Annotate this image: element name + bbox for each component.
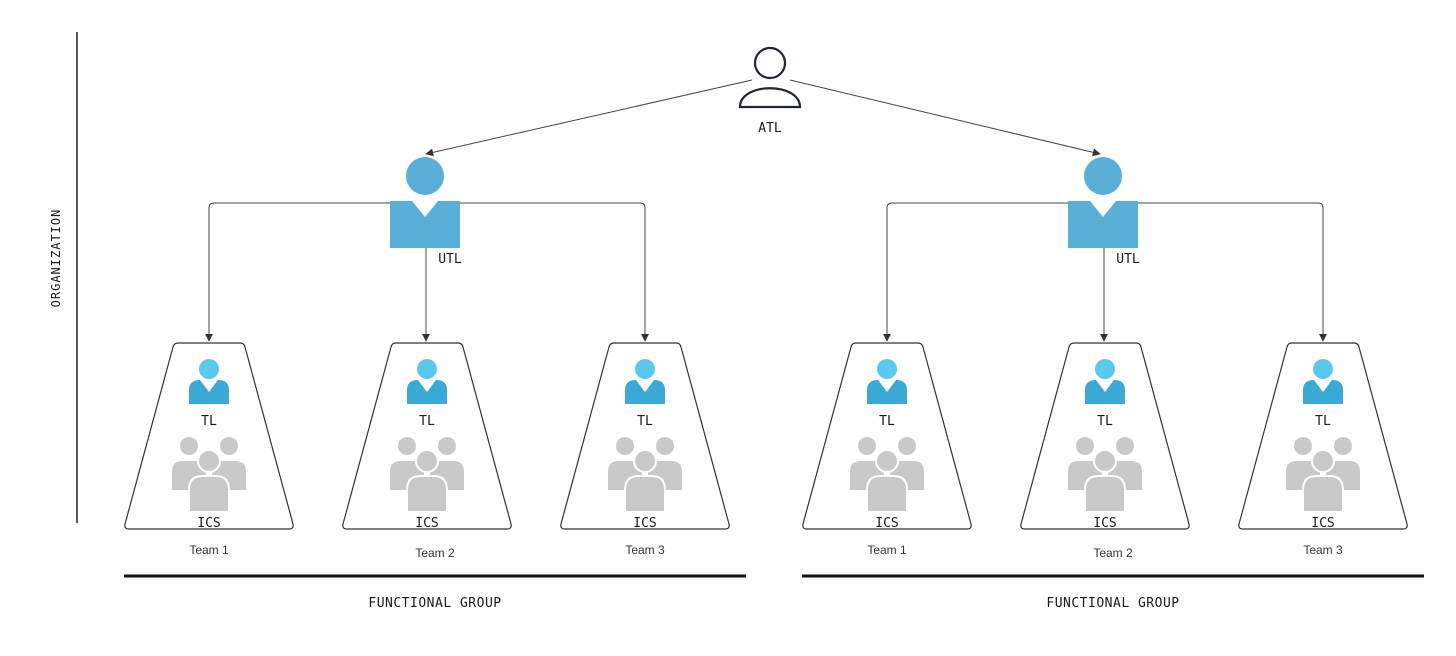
members-group-icon xyxy=(848,435,926,513)
utl-person-icon xyxy=(1068,157,1138,248)
team-card: TL ICS Team 2 xyxy=(342,342,512,560)
members-label: ICS xyxy=(875,516,898,531)
team-card: TL ICS Team 1 xyxy=(124,342,294,557)
utl-to-team-1-connector xyxy=(883,202,1068,342)
team-lead-icon xyxy=(625,359,665,404)
atl-person-icon xyxy=(738,46,802,109)
team-lead-icon xyxy=(407,359,447,404)
functional-group-2: UTL TL ICS Team 1 TL xyxy=(802,157,1424,611)
members-label: ICS xyxy=(1311,516,1334,531)
utl-to-team-3-connector xyxy=(1138,202,1327,342)
team-lead-label: TL xyxy=(1315,414,1331,429)
team-lead-label: TL xyxy=(419,414,435,429)
team-name: Team 1 xyxy=(867,543,907,557)
team-lead-label: TL xyxy=(201,414,217,429)
team-lead-label: TL xyxy=(1097,414,1113,429)
atl-label: ATL xyxy=(758,121,782,136)
team-card: TL ICS Team 1 xyxy=(802,342,972,557)
team-lead-label: TL xyxy=(637,414,653,429)
members-label: ICS xyxy=(633,516,656,531)
functional-group-1: UTL TL ICS Team 1 xyxy=(124,157,746,611)
atl-to-utl-right-arrow xyxy=(789,79,1101,157)
team-lead-icon xyxy=(867,359,907,404)
members-group-icon xyxy=(170,435,248,513)
members-label: ICS xyxy=(1093,516,1116,531)
members-group-icon xyxy=(388,435,466,513)
members-group-icon xyxy=(1066,435,1144,513)
members-label: ICS xyxy=(415,516,438,531)
members-group-icon xyxy=(1284,435,1362,513)
members-group-icon xyxy=(606,435,684,513)
organization-label: ORGANIZATION xyxy=(49,209,63,308)
team-lead-icon xyxy=(1085,359,1125,404)
utl-label: UTL xyxy=(438,252,462,267)
utl-person-icon xyxy=(390,157,460,248)
team-lead-icon xyxy=(189,359,229,404)
team-name: Team 2 xyxy=(1093,546,1133,560)
atl-to-utl-left-arrow xyxy=(425,79,753,157)
functional-group-label: FUNCTIONAL GROUP xyxy=(368,596,501,611)
team-lead-icon xyxy=(1303,359,1343,404)
team-card: TL ICS Team 2 xyxy=(1020,342,1190,560)
team-card: TL ICS Team 3 xyxy=(1238,342,1408,557)
team-name: Team 3 xyxy=(1303,543,1343,557)
team-name: Team 3 xyxy=(625,543,665,557)
team-name: Team 2 xyxy=(415,546,455,560)
utl-to-team-3-connector xyxy=(460,202,649,342)
atl-node: ATL xyxy=(738,46,802,136)
utl-to-team-1-connector xyxy=(205,202,390,342)
members-label: ICS xyxy=(197,516,220,531)
team-card: TL ICS Team 3 xyxy=(560,342,730,557)
team-lead-label: TL xyxy=(879,414,895,429)
utl-label: UTL xyxy=(1116,252,1140,267)
team-name: Team 1 xyxy=(189,543,229,557)
functional-group-label: FUNCTIONAL GROUP xyxy=(1046,596,1179,611)
